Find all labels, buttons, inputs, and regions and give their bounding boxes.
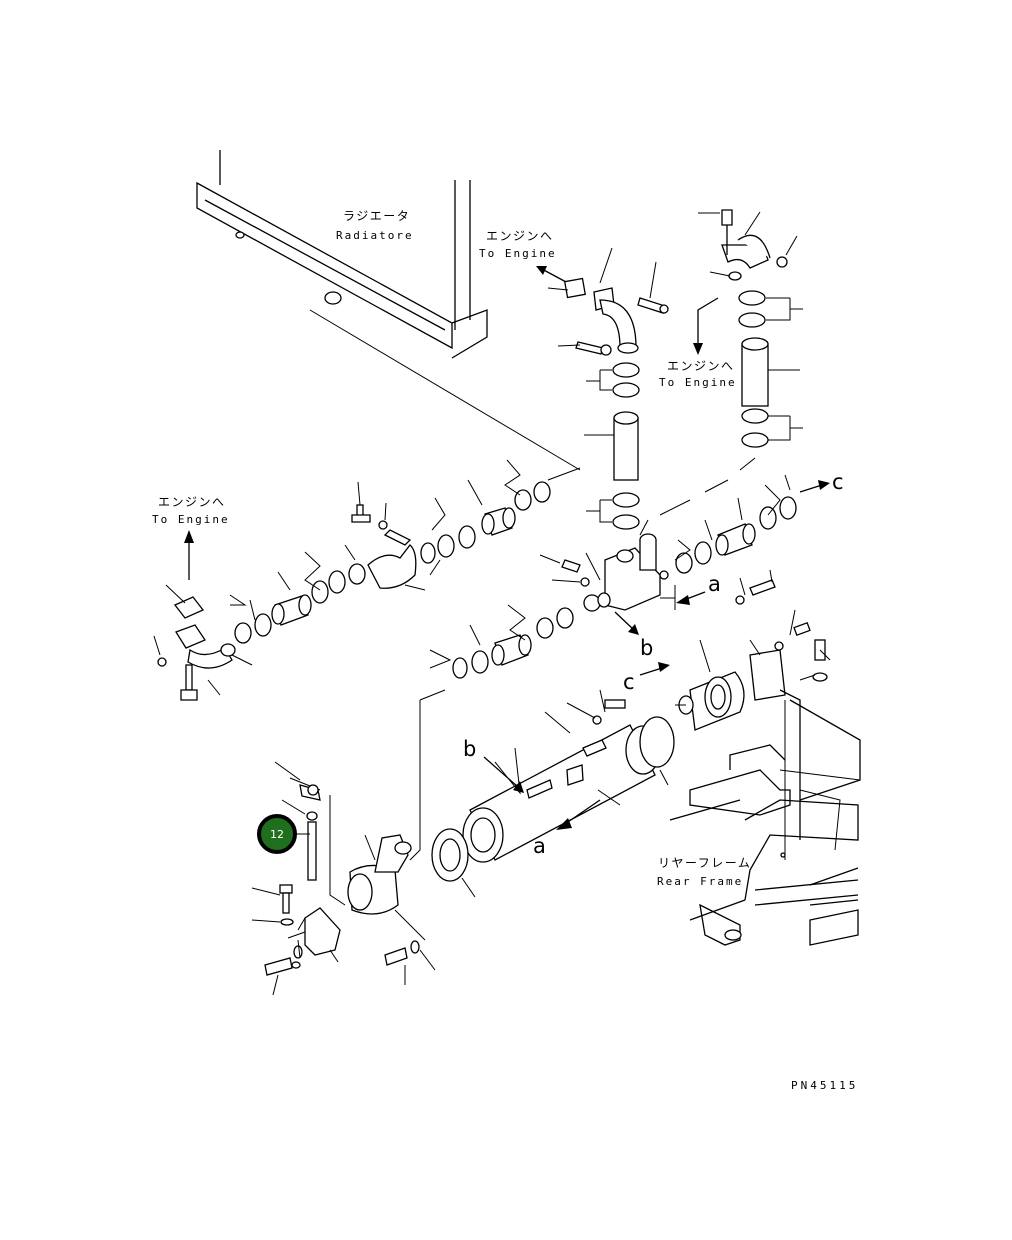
connector-b1-arrow	[614, 611, 635, 631]
engine-label-1-en: To Engine	[479, 247, 557, 260]
callout-badge-12[interactable]: 12	[257, 814, 297, 854]
connector-c2-arrow	[639, 667, 663, 676]
callout-badge-number: 12	[270, 828, 284, 841]
connector-b2-head	[513, 781, 524, 793]
engine-arrow-3-head	[184, 530, 194, 543]
engine-arrow-2	[697, 297, 719, 345]
radiator-label-en: Radiatore	[336, 229, 414, 242]
radiator-label-jp: ラジエータ	[343, 209, 410, 223]
hose-stack-right	[659, 290, 803, 516]
hose-stack-center	[584, 362, 640, 530]
connector-a2-label: a	[533, 834, 546, 858]
connector-a1-label: a	[708, 572, 721, 596]
connector-c1-head	[818, 480, 830, 490]
lower-left-assembly	[251, 761, 436, 996]
connector-a2-arrow	[564, 799, 601, 825]
engine-label-2-jp: エンジンへ	[667, 359, 735, 373]
connector-c1-arrow	[799, 484, 823, 493]
connector-b1-head	[628, 624, 639, 635]
engine-label-2-en: To Engine	[659, 376, 737, 389]
outlet-elbow-top	[547, 247, 669, 356]
rear-frame-label-en: Rear Frame	[657, 875, 743, 888]
engine-label-3-en: To Engine	[152, 513, 230, 526]
main-rear-pipe	[431, 689, 675, 898]
part-code: PN45115	[791, 1079, 858, 1092]
connector-a2-head	[556, 818, 572, 830]
rear-flange-mount	[675, 569, 831, 731]
top-right-elbow	[698, 209, 798, 281]
engine-label-3-jp: エンジンへ	[158, 495, 226, 509]
rear-frame-label-jp: リヤーフレーム	[658, 856, 751, 870]
radiator	[196, 150, 581, 471]
t-fitting	[539, 519, 669, 612]
hose-chain-lower	[409, 604, 574, 861]
connector-c2-head	[658, 662, 670, 672]
connector-c2-label: c	[623, 670, 635, 694]
engine-arrow-2-head	[693, 343, 703, 355]
connector-b2-label: b	[463, 737, 476, 761]
hose-chain-upper	[229, 459, 581, 644]
connector-b2-arrow	[483, 756, 519, 788]
connector-b1-label: b	[640, 636, 653, 660]
rear-frame	[669, 689, 861, 946]
connector-c1-label: c	[832, 470, 844, 494]
engine-arrow-1-head	[536, 266, 547, 275]
connector-a1-head	[676, 595, 690, 605]
engine-label-1-jp: エンジンへ	[486, 229, 554, 243]
hose-chain-right	[660, 474, 797, 610]
left-flange-elbow	[153, 584, 253, 701]
